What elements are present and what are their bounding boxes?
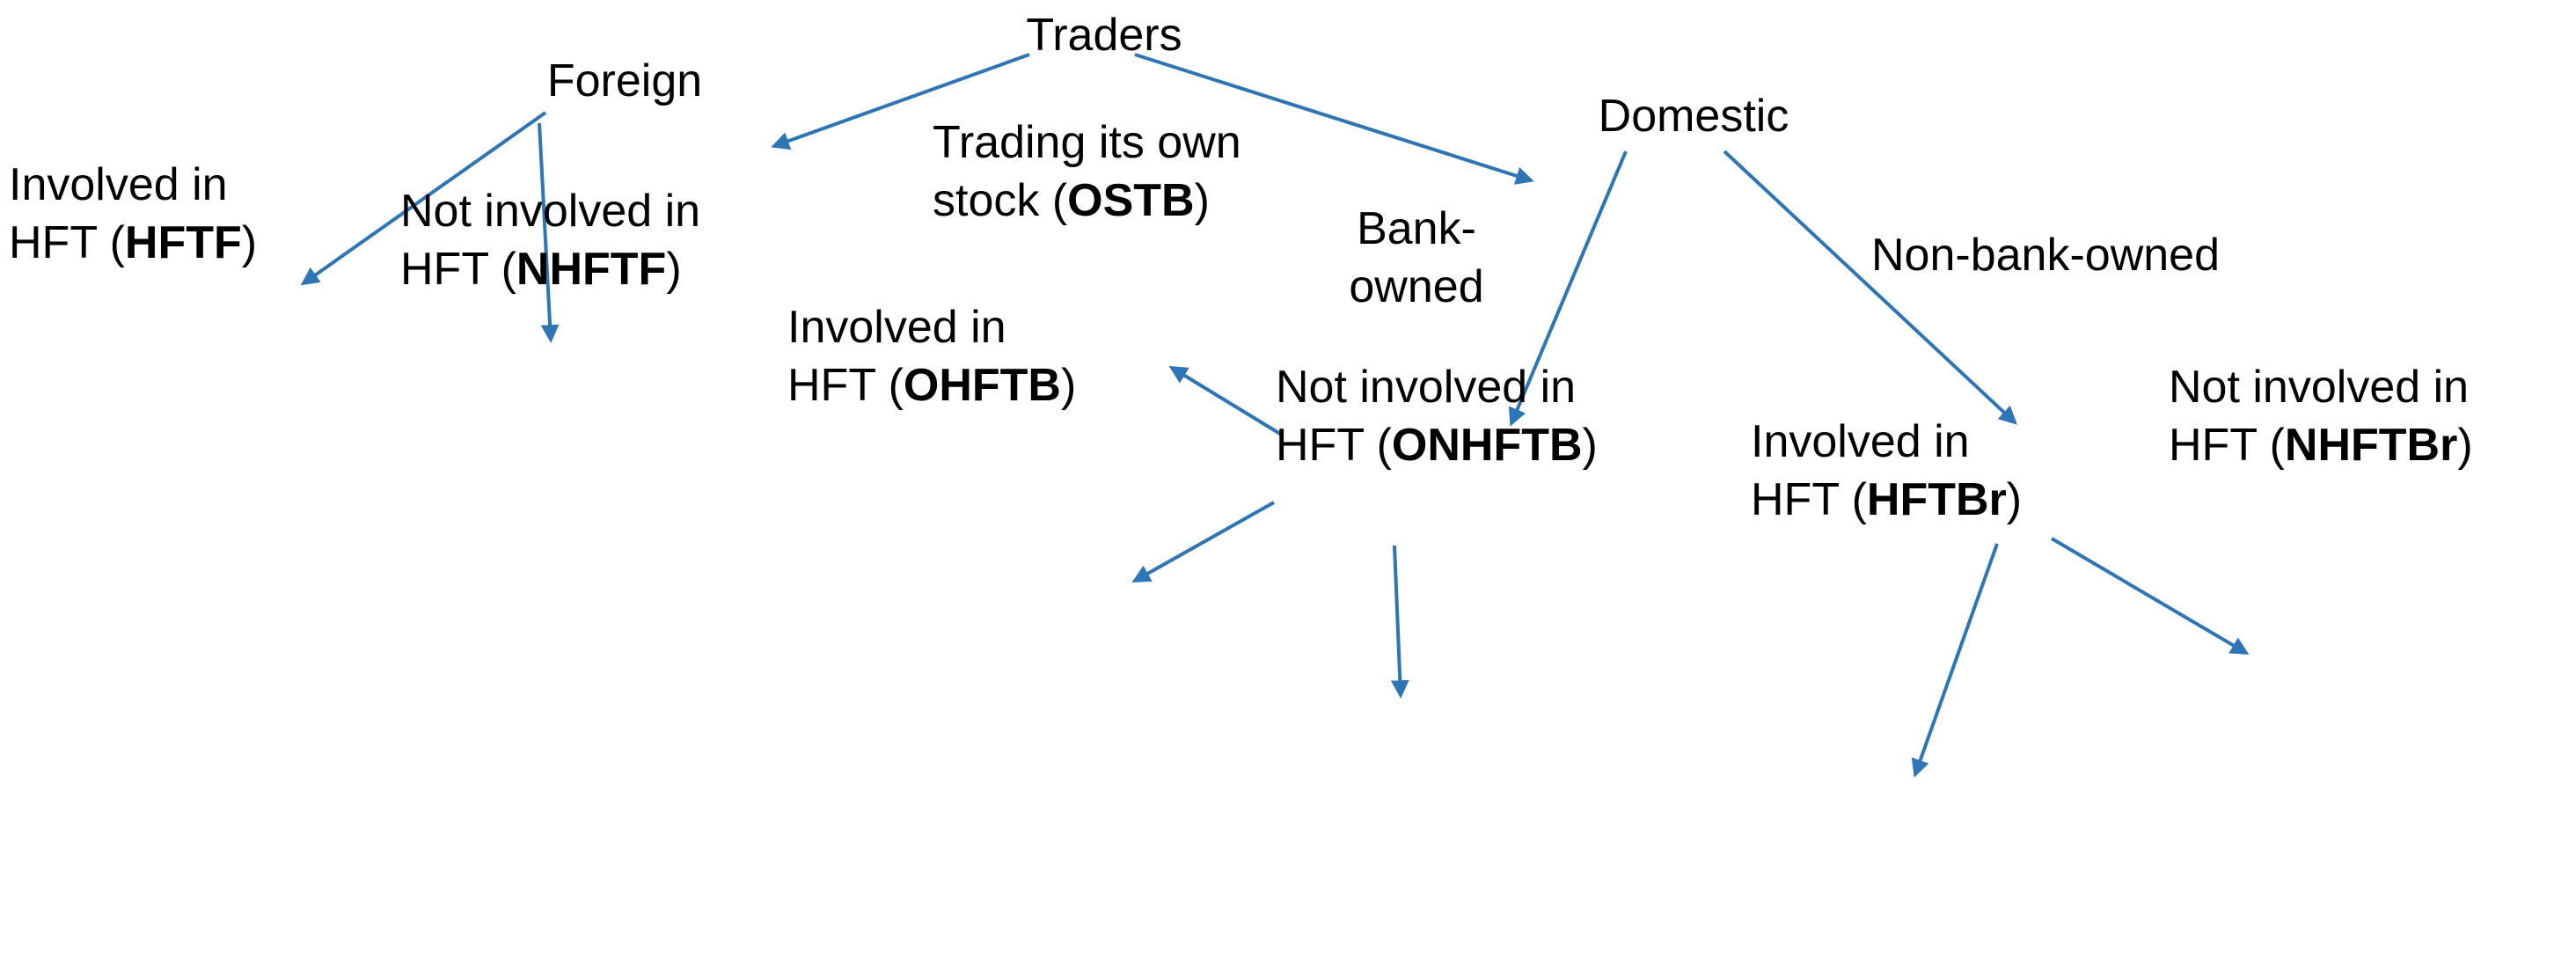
node-hftbr-line-2: HFT (HFTBr) — [1751, 473, 2023, 525]
node-ohftb: Involved in HFT (OHFTB) — [787, 299, 1183, 414]
node-hftf: Involved in HFT (HFTF) — [9, 157, 361, 272]
node-ostb-line-1: Trading its own — [933, 117, 1241, 168]
node-nhftbr-line-2: HFT (NHFTBr) — [2169, 419, 2473, 471]
node-hftbr-line-1: Involved in — [1751, 416, 1970, 467]
node-ostb-line-2: stock (OSTB) — [933, 174, 1210, 226]
edge-bankowned-onhftb — [1390, 545, 1409, 699]
edge-bankowned-ostb — [1168, 365, 1282, 436]
node-ohftb-line-2: HFT (OHFTB) — [787, 359, 1077, 411]
node-nhftf-line-2: HFT (NHFTF) — [400, 243, 682, 295]
node-ohftb-abbrev: OHFTB — [903, 359, 1061, 411]
node-hftbr: Involved in HFT (HFTBr) — [1751, 414, 2147, 529]
node-foreign-line-1: Foreign — [546, 55, 703, 106]
node-domestic: Domestic — [1548, 88, 1839, 146]
node-nhftbr-line-1: Not involved in — [2169, 362, 2470, 413]
node-nhftbr-abbrev: NHFTBr — [2284, 419, 2458, 471]
edge-domestic-nonbank — [1723, 150, 2017, 425]
node-nhftf-abbrev: NHFTF — [516, 243, 667, 295]
node-onhftb-line-1: Not involved in — [1276, 362, 1577, 413]
edge-bankowned-ohftb — [1131, 501, 1275, 582]
node-hftf-abbrev: HFTF — [124, 216, 242, 268]
edge-nonbank-nhftbr — [2050, 537, 2250, 656]
node-bankowned-line-2: owned — [1349, 260, 1484, 312]
node-ostb: Trading its own stock (OSTB) — [933, 114, 1390, 230]
node-onhftb: Not involved in HFT (ONHFTB) — [1276, 359, 1733, 474]
node-nonbank-line-1: Non-bank-owned — [1870, 230, 2221, 281]
node-hftf-line-2: HFT (HFTF) — [9, 216, 258, 268]
node-bankowned: Bank-owned — [1302, 201, 1531, 316]
node-domestic-line-1: Domestic — [1598, 91, 1789, 142]
edge-nonbank-hftbr — [1911, 543, 1999, 778]
node-onhftb-abbrev: ONHFTB — [1391, 419, 1583, 471]
node-traders: Traders — [981, 7, 1227, 65]
node-foreign: Foreign — [501, 53, 748, 111]
node-hftf-line-1: Involved in — [9, 159, 228, 210]
node-onhftb-line-2: HFT (ONHFTB) — [1276, 419, 1598, 471]
node-traders-line-1: Traders — [1026, 10, 1182, 61]
node-nhftf: Not involved in HFT (NHFTF) — [400, 183, 858, 298]
node-nonbank: Non-bank-owned — [1790, 227, 2301, 285]
node-nhftbr: Not involved in HFT (NHFTBr) — [2169, 359, 2576, 474]
node-ostb-abbrev: OSTB — [1067, 174, 1195, 226]
node-hftbr-abbrev: HFTBr — [1866, 473, 2007, 525]
node-nhftf-line-1: Not involved in — [400, 186, 701, 237]
node-ohftb-line-1: Involved in — [787, 302, 1006, 353]
node-bankowned-line-1: Bank- — [1357, 203, 1476, 254]
